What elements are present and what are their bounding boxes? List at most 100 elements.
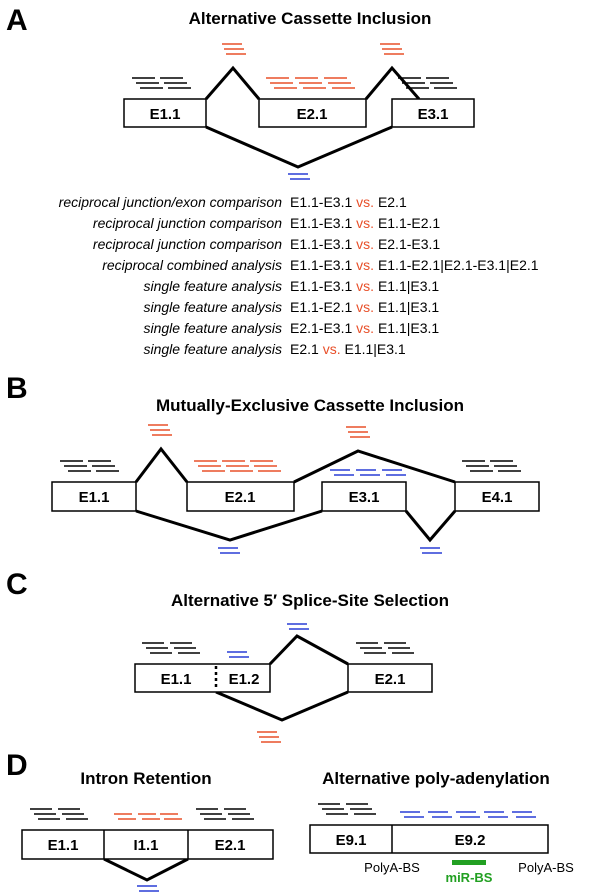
comparison-row: reciprocal combined analysis E1.1-E3.1 v… [102, 257, 539, 273]
comparison-left: E1.1-E2.1 [290, 299, 352, 315]
exon-e3-1: E3.1 [321, 481, 407, 512]
reads-red-junction-e1-e2 [222, 43, 246, 55]
reads-black-e1 [60, 460, 119, 472]
exon-e1-1: E1.1 [123, 98, 207, 128]
exon-label: E3.1 [349, 489, 380, 506]
junction-e1-e2 [103, 857, 189, 882]
reads-black-e3 [398, 77, 457, 89]
comparison-row: reciprocal junction comparison E1.1-E3.1… [93, 215, 441, 231]
comparison-right: E1.1|E3.1 [344, 341, 405, 357]
reads-black-e2 [356, 642, 414, 654]
comparison-vs: vs. [356, 236, 374, 252]
panel-letter-c: C [6, 568, 28, 601]
exon-e4-1: E4.1 [454, 481, 540, 512]
comparison-row: single feature analysis E1.1-E2.1 vs. E1… [143, 299, 439, 315]
exon-label: E2.1 [297, 106, 328, 123]
comparison-row: reciprocal junction/exon comparison E1.1… [59, 194, 407, 210]
exon-label: E1.1 [150, 106, 181, 123]
comparison-expression: E1.1-E3.1 vs. E1.1|E3.1 [290, 278, 439, 294]
reads-blue-junction-e1-2-e2 [287, 623, 309, 630]
comparison-type: reciprocal junction comparison [93, 236, 282, 252]
polyadenylation-title: Alternative poly-adenylation [322, 769, 550, 788]
panel-b-title: Mutually-Exclusive Cassette Inclusion [156, 396, 464, 415]
reads-blue-junction-e1-e3 [288, 173, 310, 180]
intron-retention: Intron Retention E1.1 I1.1 E2.1 [21, 769, 274, 892]
exon-label: E9.1 [336, 832, 367, 849]
mirna-binding-site-bar [452, 860, 486, 865]
reads-red-junction-e2-e4 [346, 426, 370, 438]
junction-e1-e3 [135, 509, 323, 542]
panel-b: B Mutually-Exclusive Cassette Inclusion … [6, 372, 540, 554]
junction-e1-2-e2 [268, 634, 349, 666]
polya-site-label: PolyA-BS [518, 860, 574, 875]
reads-black-e1 [132, 77, 191, 89]
polya-site-label: PolyA-BS [364, 860, 420, 875]
comparison-type: single feature analysis [143, 299, 282, 315]
comparison-expression: E2.1 vs. E1.1|E3.1 [290, 341, 406, 357]
exon-label: E1.1 [48, 837, 79, 854]
comparison-vs: vs. [356, 215, 374, 231]
comparison-right: E1.1|E3.1 [378, 320, 439, 336]
reads-black-e1-1 [142, 642, 200, 654]
comparison-vs: vs. [356, 194, 374, 210]
reads-blue-e9-2 [400, 811, 536, 818]
intron-retention-title: Intron Retention [80, 769, 211, 788]
comparison-expression: E1.1-E2.1 vs. E1.1|E3.1 [290, 299, 439, 315]
reads-red-e2 [194, 460, 281, 472]
exon-label: E1.2 [229, 671, 260, 688]
comparison-vs: vs. [356, 320, 374, 336]
comparison-left: E1.1-E3.1 [290, 215, 352, 231]
exon-label: E2.1 [225, 489, 256, 506]
exon-e3-1: E3.1 [391, 98, 475, 128]
panel-a-title: Alternative Cassette Inclusion [189, 9, 432, 28]
panel-letter-d: D [6, 749, 28, 782]
reads-black-e4 [462, 460, 521, 472]
comparison-right: E2.1-E3.1 [378, 236, 440, 252]
comparison-type: single feature analysis [143, 341, 282, 357]
comparison-left: E2.1 [290, 341, 319, 357]
exon-label: E1.1 [79, 489, 110, 506]
panel-letter-a: A [6, 4, 28, 37]
comparison-row: reciprocal junction comparison E1.1-E3.1… [93, 236, 441, 252]
comparison-expression: E1.1-E3.1 vs. E1.1-E2.1 [290, 215, 440, 231]
exon-e1-1: E1.1 [51, 481, 137, 512]
reads-blue-junction-e1-e2 [137, 885, 159, 892]
comparison-expression: E2.1-E3.1 vs. E1.1|E3.1 [290, 320, 439, 336]
comparison-type: single feature analysis [143, 320, 282, 336]
comparison-right: E1.1|E3.1 [378, 299, 439, 315]
comparison-right: E1.1-E2.1 [378, 215, 440, 231]
exon-label: E9.2 [455, 832, 486, 849]
comparison-right: E1.1|E3.1 [378, 278, 439, 294]
reads-blue-e3 [330, 469, 406, 476]
panel-letter-b: B [6, 372, 28, 405]
comparison-left: E1.1-E3.1 [290, 194, 352, 210]
junction-e1-e2 [134, 446, 189, 483]
exon-label: E3.1 [418, 106, 449, 123]
comparison-type: single feature analysis [143, 278, 282, 294]
junction-e3-e4 [404, 510, 457, 543]
comparison-right: E2.1 [378, 194, 407, 210]
reads-red-junction-e2-e3 [380, 43, 404, 55]
comparison-left: E1.1-E3.1 [290, 257, 352, 273]
exon-e2-1: E2.1 [347, 663, 433, 693]
exon-e2-1: E2.1 [186, 481, 295, 512]
comparison-right: E1.1-E2.1|E2.1-E3.1|E2.1 [378, 257, 539, 273]
exon-label: E1.1 [161, 671, 192, 688]
comparison-type: reciprocal junction comparison [93, 215, 282, 231]
comparison-vs: vs. [356, 299, 374, 315]
exon-block: E1.1 I1.1 E2.1 [21, 829, 274, 860]
junction-e1-e3 [205, 125, 393, 169]
comparison-left: E2.1-E3.1 [290, 320, 352, 336]
reads-red-junction-e1-1-e2 [257, 731, 281, 743]
comparison-row: single feature analysis E1.1-E3.1 vs. E1… [143, 278, 439, 294]
reads-red-i1 [114, 813, 182, 820]
exon-e2-1: E2.1 [258, 98, 367, 128]
panel-c: C Alternative 5′ Splice-Site Selection E… [6, 568, 449, 743]
comparison-type: reciprocal junction/exon comparison [59, 194, 283, 210]
exon-e1: E1.1 E1.2 [134, 663, 271, 693]
comparison-left: E1.1-E3.1 [290, 278, 352, 294]
comparison-expression: E1.1-E3.1 vs. E2.1-E3.1 [290, 236, 440, 252]
junction-e1-e2 [204, 65, 261, 100]
panel-c-title: Alternative 5′ Splice-Site Selection [171, 591, 449, 610]
